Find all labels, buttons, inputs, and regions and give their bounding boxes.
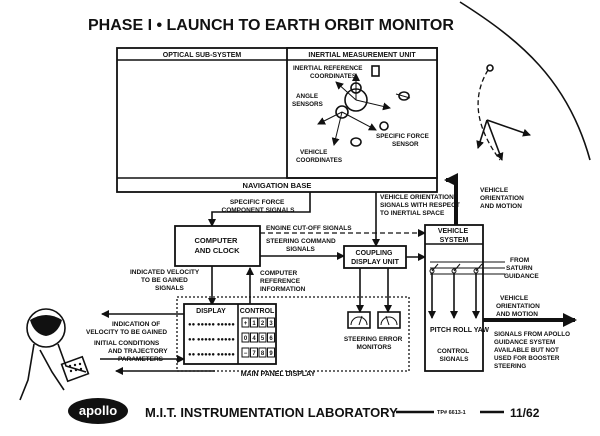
steering-command-label: STEERING COMMAND SIGNALS: [266, 238, 338, 253]
keypad-key: [250, 317, 258, 328]
keypad-key: [258, 317, 267, 328]
keypad-key: [258, 332, 267, 343]
keypad-key-label: 1: [252, 321, 256, 327]
keypad-key-label: −: [244, 351, 248, 357]
earth-curve: [459, 1, 591, 161]
vehicle-orientation-motion-label: VEHICLE ORIENTATION AND MOTION: [480, 187, 526, 210]
keypad-key-label: 9: [269, 351, 273, 357]
keypad-key: [241, 332, 250, 343]
keypad-key-label: 7: [252, 351, 256, 357]
tp-number: TP# 6613-1: [437, 410, 466, 416]
main-panel-display-box: [176, 296, 410, 372]
apollo-logo-text: apollo: [79, 403, 117, 418]
keypad-key: [267, 317, 275, 328]
steering-error-label: STEERING ERROR MONITORS: [344, 336, 404, 351]
svg-text:●● ●●●●● ●●●●●: ●● ●●●●● ●●●●●: [188, 352, 235, 358]
keypad-key-label: +: [244, 321, 248, 327]
keypad-key-label: 2: [261, 321, 265, 327]
imu-box: [286, 47, 438, 179]
optical-label: OPTICAL SUB-SYSTEM: [163, 52, 242, 59]
signals-apollo-label: SIGNALS FROM APOLLO GUIDANCE SYSTEM AVAI…: [494, 331, 572, 370]
angle-sensors-label: ANGLE SENSORS: [292, 93, 323, 108]
keypad-key-label: 5: [261, 336, 265, 342]
specific-force-sensor-label: SPECIFIC FORCE SENSOR: [376, 133, 431, 148]
computer-reference-label: COMPUTER REFERENCE INFORMATION: [260, 270, 306, 293]
svg-text:●● ●●●●● ●●●●●: ●● ●●●●● ●●●●●: [188, 337, 235, 343]
page-title: PHASE I • LAUNCH TO EARTH ORBIT MONITOR: [88, 17, 454, 34]
specific-force-label: SPECIFIC FORCE COMPONENT SIGNALS: [222, 199, 296, 214]
keypad-key: [258, 347, 267, 358]
keypad-key: [267, 332, 275, 343]
astronaut-icon: [19, 308, 90, 401]
main-panel-label: MAIN PANEL DISPLAY: [241, 371, 316, 378]
display-label: DISPLAY: [196, 308, 226, 315]
keypad-key-label: 0: [244, 336, 248, 342]
keypad-key-label: 4: [252, 336, 256, 342]
keypad-key-label: 3: [269, 321, 273, 327]
computer-label: COMPUTER AND CLOCK: [194, 236, 240, 255]
computer-and-clock-box: [174, 225, 261, 267]
vehicle-motion-arrow: [444, 173, 458, 225]
orbit-vector-1: [486, 119, 504, 161]
keypad-key-label: 8: [261, 351, 265, 357]
vehicle-system-label: VEHICLE SYSTEM: [438, 228, 470, 244]
svg-text:●● ●●●●● ●●●●●: ●● ●●●●● ●●●●●: [188, 322, 235, 328]
date-label: 11/62: [510, 406, 540, 420]
dsky-box: [183, 303, 277, 365]
orientation-signals-label: VEHICLE ORIENTATION SIGNALS WITH RESPECT…: [380, 194, 462, 217]
vehicle-coords-label: VEHICLE COORDINATES: [296, 149, 342, 164]
orbit-vector-2: [486, 119, 531, 137]
engine-cutoff-label: ENGINE CUT-OFF SIGNALS: [266, 225, 352, 232]
indication-velocity-label: INDICATION OF VELOCITY TO BE GAINED: [86, 321, 167, 336]
vehicle-orientation-motion-2-label: VEHICLE ORIENTATION AND MOTION: [496, 295, 542, 318]
keypad-key: [241, 317, 250, 328]
control-signals-label: CONTROL SIGNALS: [437, 348, 471, 363]
keypad-key-label: 6: [269, 336, 273, 342]
inertial-ref-label: INERTIAL REFERENCE COORDINATES: [293, 65, 364, 80]
navigation-base-label: NAVIGATION BASE: [243, 181, 312, 190]
from-saturn-label: FROM SATURN GUIDANCE: [504, 257, 539, 280]
control-label: CONTROL: [240, 308, 275, 315]
saturn-switches: [428, 261, 505, 319]
orbit-vector-3: [476, 119, 488, 149]
keypad-key: [250, 347, 258, 358]
trajectory-path: [477, 69, 501, 161]
keypad-key: [267, 347, 275, 358]
indicated-velocity-label: INDICATED VELOCITY TO BE GAINED SIGNALS: [130, 269, 201, 292]
pitch-roll-yaw-label: PITCH ROLL YAW: [430, 327, 489, 334]
lab-name: M.I.T. INSTRUMENTATION LABORATORY: [145, 405, 398, 420]
apollo-logo: [68, 398, 128, 424]
keypad-key: [241, 347, 250, 358]
display-readout: ●● ●●●●● ●●●●● ●● ●●●●● ●●●●● ●● ●●●●● ●…: [188, 322, 235, 358]
specific-force-line: [208, 192, 311, 227]
coupling-label: COUPLING DISPLAY UNIT: [351, 250, 400, 266]
initial-conditions-label: INITIAL CONDITIONS AND TRAJECTORY PARAME…: [94, 340, 169, 363]
steering-error-monitors: [347, 311, 401, 329]
imu-gimbal-drawing: [317, 65, 411, 147]
vehicle-position: [486, 64, 494, 72]
imu-label: INERTIAL MEASUREMENT UNIT: [308, 52, 416, 59]
keypad-key: [250, 332, 258, 343]
